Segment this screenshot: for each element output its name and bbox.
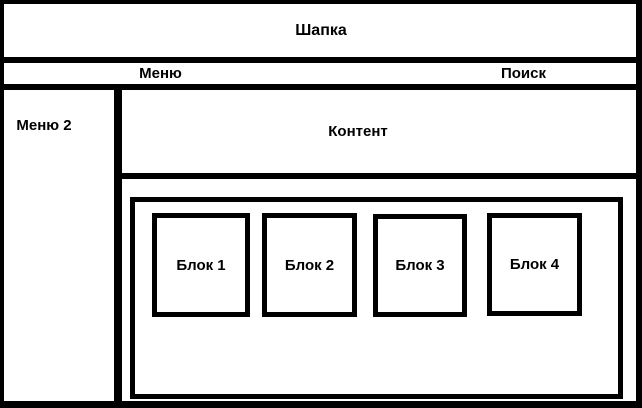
header-region: Шапка <box>0 4 642 57</box>
header-label: Шапка <box>295 21 347 39</box>
block-1: Блок 1 <box>152 213 250 317</box>
menubar-menu-label: Меню <box>139 65 182 82</box>
content-region: Контент <box>118 90 598 173</box>
block-3-label: Блок 3 <box>395 257 445 274</box>
block-1-label: Блок 1 <box>176 256 226 274</box>
block-3: Блок 3 <box>373 214 467 317</box>
sidebar-divider <box>114 90 122 408</box>
block-2: Блок 2 <box>262 213 357 317</box>
content-label: Контент <box>328 123 388 140</box>
menubar-divider <box>0 84 642 90</box>
content-divider <box>114 173 642 179</box>
block-4-label: Блок 4 <box>509 256 560 273</box>
header-divider <box>0 57 642 63</box>
block-4: Блок 4 <box>487 213 582 316</box>
menubar-search-label: Поиск <box>500 65 546 82</box>
block-2-label: Блок 2 <box>284 256 335 274</box>
blocks-container: Блок 1 Блок 2 Блок 3 Блок 4 <box>130 197 623 399</box>
sidebar-label: Меню 2 <box>16 117 72 134</box>
